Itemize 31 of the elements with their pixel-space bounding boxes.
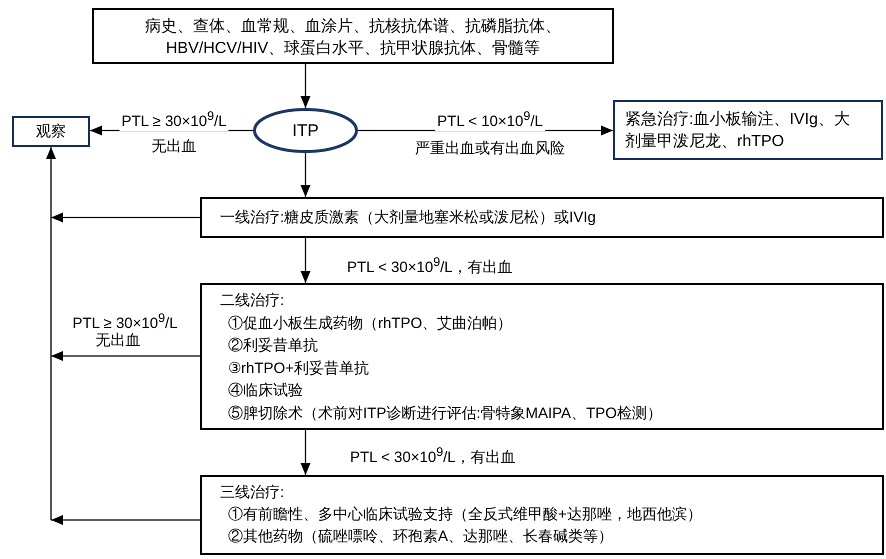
treatment-box <box>613 100 883 160</box>
arrow <box>51 515 200 525</box>
condition-label: 无出血 <box>150 138 198 156</box>
node-label: 观察 <box>36 122 66 142</box>
list-item: ②其他药物（硫唑嘌呤、环孢素A、达那唑、长春碱类等） <box>228 527 614 547</box>
treatment-box <box>200 283 884 430</box>
list-item: ③rhTPO+利妥昔单抗 <box>228 358 369 378</box>
arrow <box>46 147 56 520</box>
list-item: ⑤脾切除术（术前对ITP诊断进行评估:骨特象MAIPA、TPO检测） <box>228 404 662 424</box>
treatment-box <box>200 475 884 555</box>
arrow <box>51 212 200 222</box>
list-item: ②利妥昔单抗 <box>228 336 318 356</box>
list-item: ①有前瞻性、多中心临床试验支持（全反式维甲酸+达那唑，地西他滨） <box>228 505 702 525</box>
list-item: ④临床试验 <box>228 381 303 401</box>
arrow <box>300 238 310 283</box>
box-text: 一线治疗:糖皮质激素（大剂量地塞米松或泼尼松）或IVIg <box>220 208 596 228</box>
box-text: 紧急治疗:血小板输注、IVIg、大剂量甲泼尼龙、rhTPO <box>625 110 851 152</box>
process-box <box>92 8 614 64</box>
arrow <box>300 430 310 475</box>
box-heading: 二线治疗: <box>220 291 284 311</box>
node-label: ITP <box>292 120 319 140</box>
list-item: ①促血小板生成药物（rhTPO、艾曲泊帕） <box>228 314 512 334</box>
treatment-box <box>200 197 884 238</box>
condition-label: 严重出血或有出血风险 <box>413 140 567 158</box>
arrow <box>300 64 310 108</box>
arrow <box>51 351 200 361</box>
box-heading: 三线治疗: <box>220 483 284 503</box>
outcome-box <box>12 116 90 147</box>
condition-label: 无出血 <box>94 332 142 350</box>
box-text: 病史、查体、血常规、血涂片、抗核抗体谱、抗磷脂抗体、HBV/HCV/HIV、球蛋白水平、抗甲状腺抗体、骨髓等 <box>144 16 562 59</box>
arrow <box>300 153 310 197</box>
